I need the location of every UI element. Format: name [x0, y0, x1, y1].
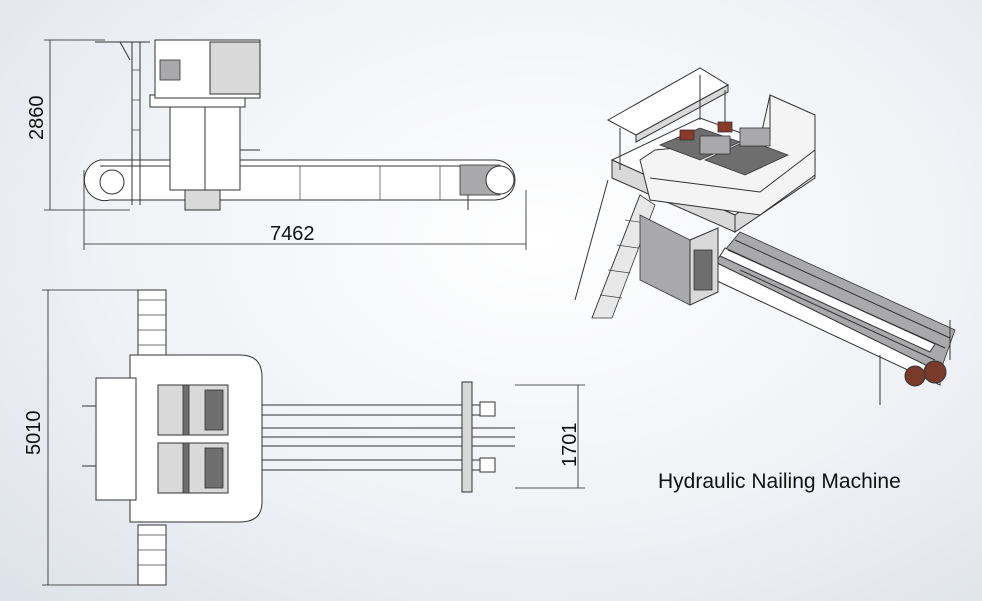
top-width-label: 5010	[23, 411, 45, 456]
side-length-label: 7462	[270, 223, 315, 245]
top-view: 5010 1	[23, 289, 585, 586]
side-view: 2860 7462	[26, 39, 527, 250]
conveyor-width-label: 1701	[559, 423, 581, 468]
side-height-label: 2860	[26, 96, 48, 141]
machine-caption: Hydraulic Nailing Machine	[658, 470, 901, 493]
isometric-view	[574, 67, 956, 405]
